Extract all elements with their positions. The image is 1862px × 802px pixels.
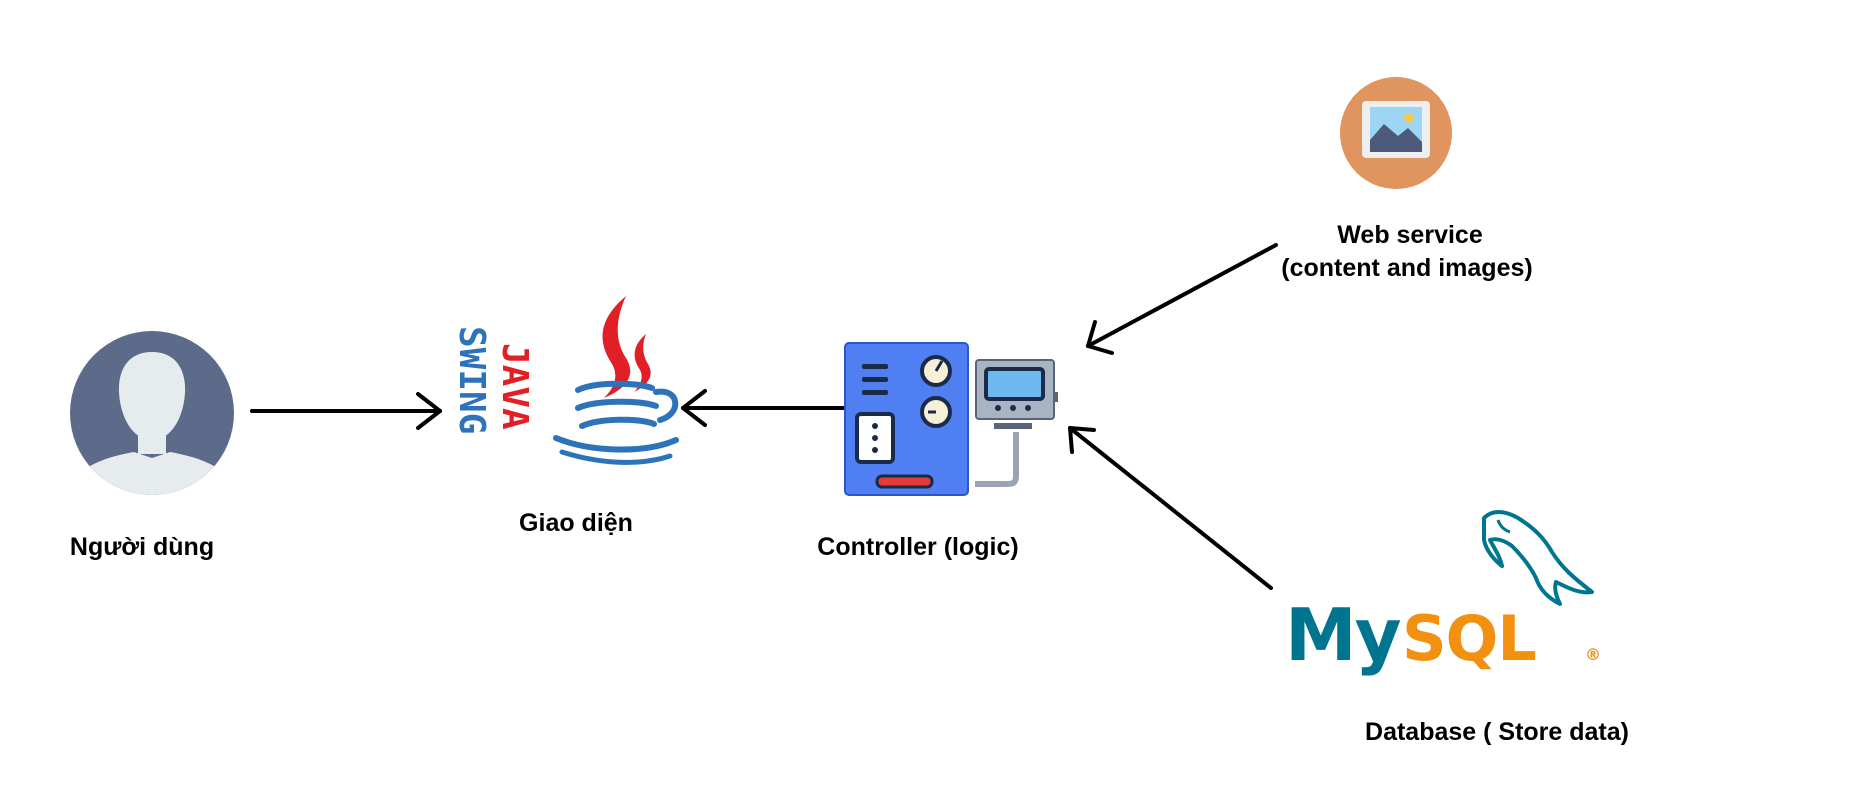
webservice-label-line1: Web service <box>1337 221 1483 249</box>
arrow-database-to-controller <box>1068 426 1273 590</box>
mysql-logo-my: My <box>1285 593 1401 677</box>
ui-label: Giao diện <box>519 509 633 537</box>
arrows <box>250 243 1278 590</box>
mysql-dolphin-icon <box>1482 510 1594 606</box>
webservice-node: Web service (content and images) <box>1281 77 1533 282</box>
control-panel-icon <box>844 342 1058 496</box>
arrow-user-to-ui <box>250 392 442 430</box>
java-cup-icon <box>553 296 679 465</box>
image-icon <box>1340 77 1452 189</box>
java-swing-logo: JAVA SWING <box>451 326 535 434</box>
controller-node: Controller (logic) <box>817 342 1058 561</box>
mysql-logo-text: My SQL ® <box>1285 593 1601 677</box>
arrow-webservice-to-controller <box>1086 243 1278 355</box>
database-node: My SQL ® Database ( Store data) <box>1285 510 1629 746</box>
mysql-logo-sql: SQL <box>1402 602 1536 675</box>
mysql-logo-registered: ® <box>1585 645 1601 664</box>
database-label: Database ( Store data) <box>1365 718 1629 746</box>
java-logo-text: JAVA <box>494 343 535 430</box>
arrow-controller-to-ui <box>681 389 847 427</box>
webservice-label-line2: (content and images) <box>1281 254 1532 282</box>
user-avatar-icon <box>70 331 234 495</box>
controller-label: Controller (logic) <box>817 533 1018 561</box>
swing-logo-text: SWING <box>451 326 492 434</box>
user-label: Người dùng <box>70 533 214 561</box>
user-node: Người dùng <box>70 331 234 561</box>
ui-node: JAVA SWING Giao diện <box>451 296 679 537</box>
